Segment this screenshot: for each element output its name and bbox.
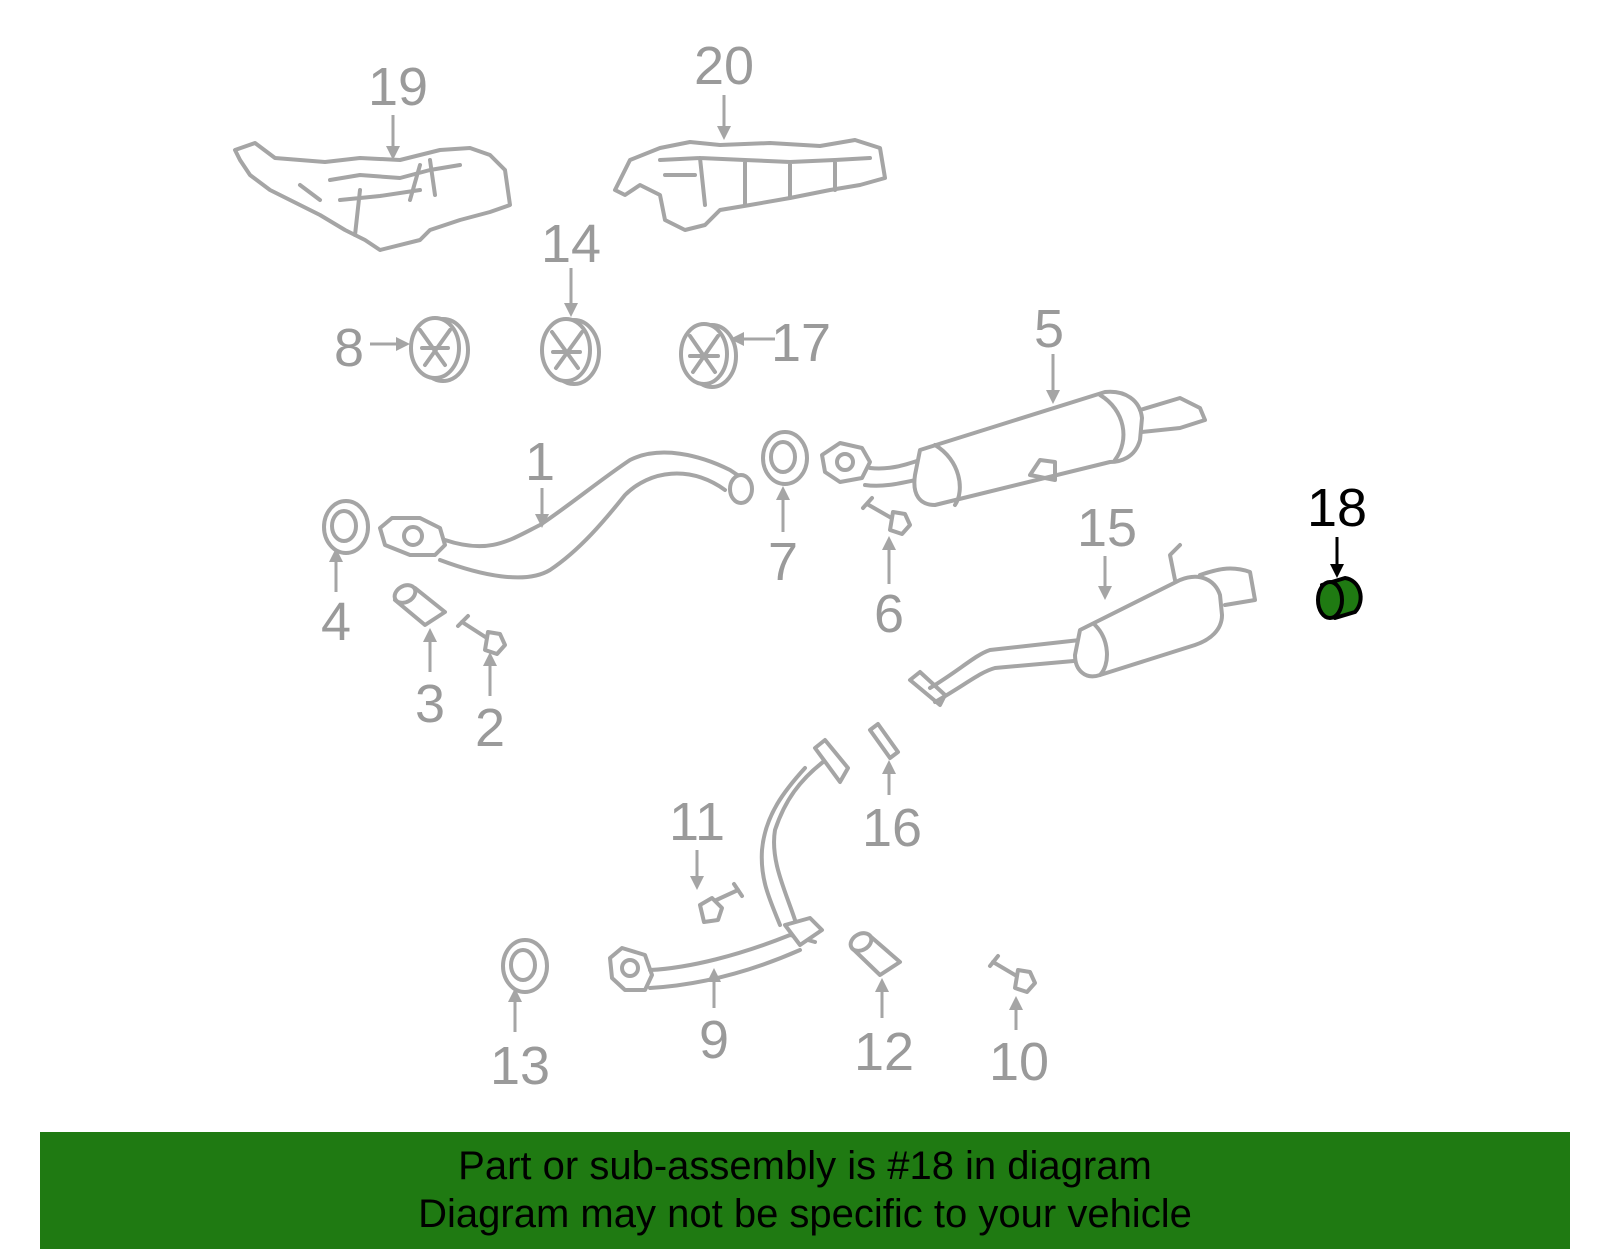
banner-line-part-number: Part or sub-assembly is #18 in diagram bbox=[458, 1144, 1152, 1188]
callout-7: 7 bbox=[768, 532, 798, 592]
callout-3: 3 bbox=[415, 674, 445, 734]
callout-9: 9 bbox=[699, 1010, 729, 1070]
part-1-front-pipe[interactable] bbox=[378, 450, 754, 580]
part-3-bushing[interactable] bbox=[391, 582, 447, 627]
banner-line-disclaimer: Diagram may not be specific to your vehi… bbox=[418, 1192, 1192, 1236]
part-17-exhaust-hanger[interactable] bbox=[679, 322, 738, 389]
callout-8: 8 bbox=[334, 318, 364, 378]
callout-4: 4 bbox=[321, 592, 351, 652]
callout-17: 17 bbox=[771, 313, 831, 373]
callout-numbers: 19 20 14 8 17 5 1 4 7 6 15 18 3 2 16 11 … bbox=[321, 36, 1367, 1096]
callout-20: 20 bbox=[694, 36, 754, 96]
info-banner: Part or sub-assembly is #18 in diagram D… bbox=[40, 1132, 1570, 1249]
part-10-bolt[interactable] bbox=[988, 954, 1037, 994]
callout-19: 19 bbox=[368, 57, 428, 117]
callout-6: 6 bbox=[874, 584, 904, 644]
callout-15: 15 bbox=[1077, 498, 1137, 558]
part-4-gasket[interactable] bbox=[322, 499, 370, 555]
exhaust-parts-diagram: 19 20 14 8 17 5 1 4 7 6 15 18 3 2 16 11 … bbox=[233, 36, 1367, 1096]
callout-13: 13 bbox=[490, 1036, 550, 1096]
callout-12: 12 bbox=[854, 1022, 914, 1082]
part-9-exhaust-pipe[interactable] bbox=[608, 738, 850, 992]
callout-2: 2 bbox=[475, 698, 505, 758]
part-5-catalytic-converter[interactable] bbox=[820, 389, 1207, 507]
part-14-exhaust-hanger[interactable] bbox=[540, 317, 601, 386]
part-13-gasket[interactable] bbox=[501, 938, 549, 994]
part-12-bushing[interactable] bbox=[847, 930, 902, 977]
part-16-gasket[interactable] bbox=[868, 722, 900, 760]
part-2-bolt[interactable] bbox=[456, 614, 507, 656]
part-7-gasket[interactable] bbox=[761, 430, 809, 486]
callout-arrows bbox=[329, 95, 1344, 1032]
part-19-heat-shield[interactable] bbox=[233, 141, 512, 252]
callout-11: 11 bbox=[669, 792, 725, 852]
part-11-bolt[interactable] bbox=[698, 882, 744, 924]
callout-10: 10 bbox=[989, 1032, 1049, 1092]
part-6-bolt[interactable] bbox=[861, 496, 912, 536]
part-15-muffler[interactable] bbox=[908, 543, 1257, 707]
callout-1: 1 bbox=[525, 432, 555, 492]
callout-16: 16 bbox=[862, 798, 922, 858]
callout-14: 14 bbox=[541, 214, 601, 274]
callout-18: 18 bbox=[1307, 478, 1367, 538]
part-20-heat-shield[interactable] bbox=[613, 138, 887, 232]
part-18-exhaust-tip[interactable] bbox=[1316, 576, 1363, 620]
callout-5: 5 bbox=[1034, 299, 1064, 359]
part-8-exhaust-hanger[interactable] bbox=[409, 316, 470, 383]
